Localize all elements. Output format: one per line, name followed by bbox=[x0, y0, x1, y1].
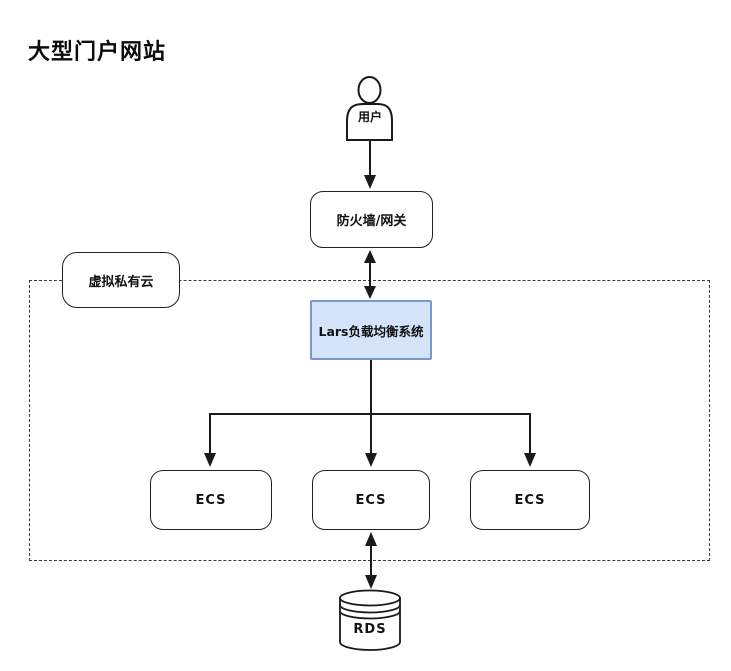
lars-load-balancer-node[interactable]: Lars负载均衡系统 bbox=[310, 300, 432, 360]
ecs-node-1-label: ECS bbox=[195, 492, 227, 508]
rds-node-label: RDS bbox=[353, 622, 387, 637]
edge-firewall-lars bbox=[364, 250, 376, 299]
edge-user-firewall bbox=[364, 140, 376, 189]
edge-ecs-rds bbox=[365, 532, 377, 589]
firewall-gateway-label: 防火墙/网关 bbox=[336, 214, 407, 229]
edge-lars-ecs-fanout bbox=[204, 359, 536, 467]
ecs-node-1[interactable]: ECS bbox=[150, 470, 272, 530]
ecs-node-2-label: ECS bbox=[355, 492, 387, 508]
firewall-gateway-node[interactable]: 防火墙/网关 bbox=[310, 191, 433, 248]
ecs-node-3-label: ECS bbox=[514, 492, 546, 508]
lars-load-balancer-label: Lars负载均衡系统 bbox=[318, 323, 424, 339]
ecs-node-2[interactable]: ECS bbox=[312, 470, 430, 530]
ecs-node-3[interactable]: ECS bbox=[470, 470, 590, 530]
rds-database-icon[interactable] bbox=[339, 589, 401, 651]
diagram-title: 大型门户网站 bbox=[28, 40, 167, 65]
user-node-label: 用户 bbox=[357, 110, 382, 124]
vpc-label-node[interactable]: 虚拟私有云 bbox=[62, 252, 180, 308]
user-icon[interactable] bbox=[346, 76, 393, 141]
vpc-label-text: 虚拟私有云 bbox=[88, 274, 154, 290]
